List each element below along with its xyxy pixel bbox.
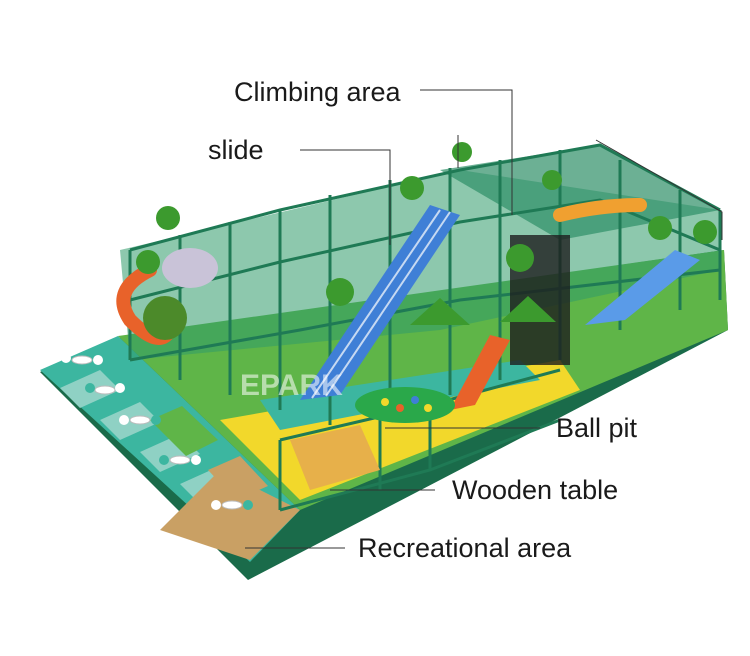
- table-chair-set: [119, 415, 161, 425]
- leader-slide: [300, 149, 391, 245]
- play-structure: [116, 142, 722, 512]
- umbrella-right: [500, 296, 556, 322]
- label-ball-pit: Ball pit: [556, 413, 638, 443]
- leader-climbing-area: [420, 89, 513, 215]
- ball-pit: [355, 387, 455, 423]
- hippo-decoration: [162, 248, 218, 288]
- umbrella-left: [410, 298, 470, 325]
- label-wooden-table: Wooden table: [452, 475, 619, 505]
- label-recreational-area: Recreational area: [358, 533, 572, 563]
- leader-lines: [245, 89, 723, 549]
- wave-slide-stripes: [311, 209, 451, 399]
- tube-slide-right: [553, 198, 647, 222]
- table-chair-set: [211, 500, 253, 510]
- ball-pit-balls: [381, 396, 432, 412]
- table-chair-set: [159, 455, 201, 465]
- recreational-furniture: [61, 353, 253, 510]
- label-slide: slide: [208, 135, 264, 165]
- table-chair-set: [85, 383, 125, 395]
- wooden-table-zone: [290, 425, 380, 490]
- watermark: EPARK: [240, 369, 343, 402]
- tree-decoration: [143, 296, 187, 340]
- upper-deck: [440, 145, 720, 240]
- side-slide-right: [585, 250, 700, 325]
- label-climbing-area: Climbing area: [234, 77, 401, 107]
- wave-slide: [300, 205, 460, 400]
- leader-climbing-outline: [595, 139, 723, 240]
- table-chair-set: [61, 353, 103, 365]
- orange-slide: [450, 335, 510, 410]
- palm-trees: [136, 142, 717, 306]
